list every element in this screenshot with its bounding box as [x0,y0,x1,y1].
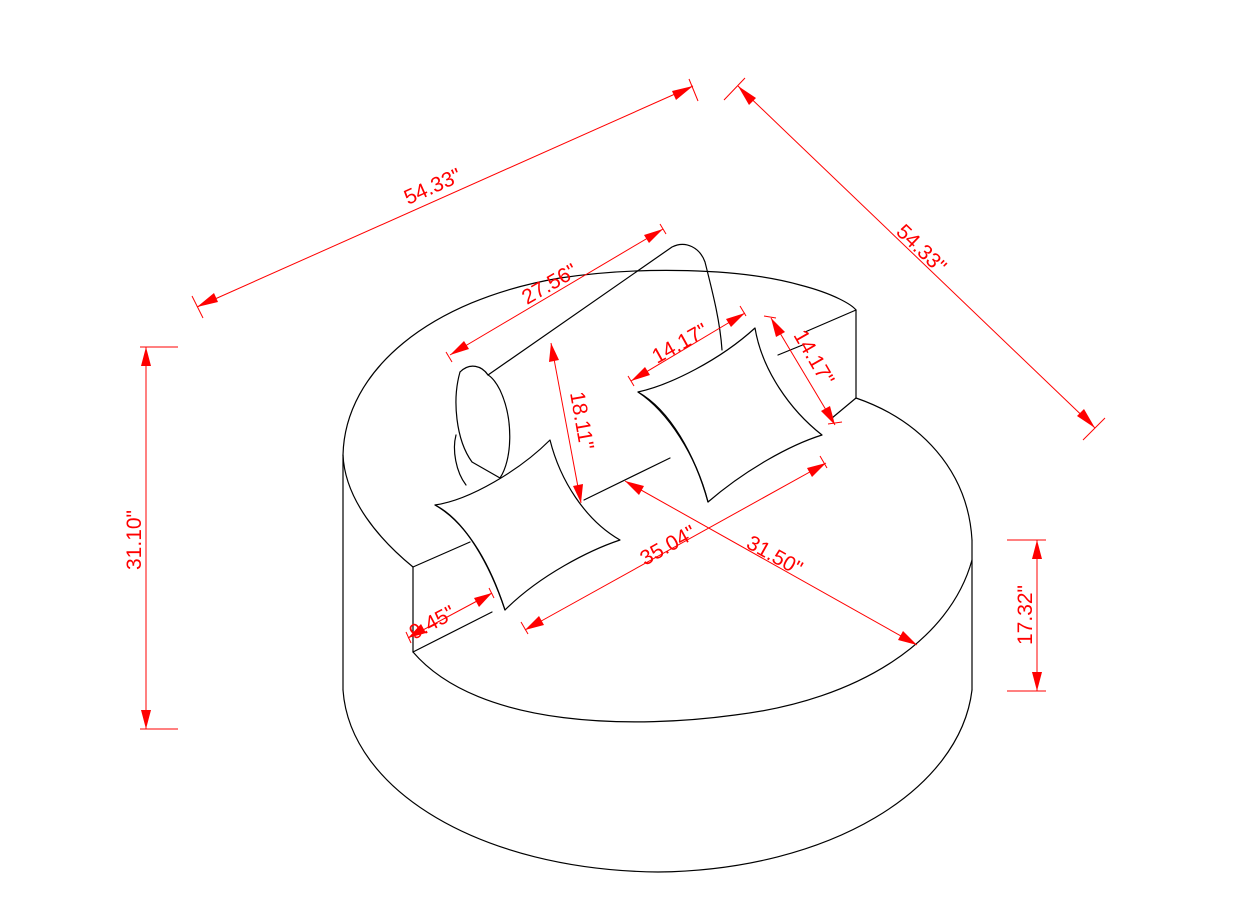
dim-backrest-length: 27.56" [445,223,667,363]
right-arm-top [804,309,857,333]
dim-pillow-depth-label: 14.17" [789,326,839,389]
pillow-left [434,439,621,611]
backrest-left-end [455,371,511,479]
left-arm-base [412,611,493,653]
dim-pillow-depth: 14.17" [763,315,843,426]
base-bottom-curve [342,689,973,873]
back-wall-top [342,269,857,456]
pillow-left-fold [434,504,506,611]
backrest-left-shadow [453,434,467,486]
dim-overall-width-label: 54.33" [401,164,465,209]
right-arm-inner [777,343,806,356]
dim-pillow-width-label: 14.17" [648,319,712,368]
dim-seat-depth: 31.50" [624,480,918,646]
dim-seat-height: 17.32" [1007,539,1046,692]
right-arm-seat [831,397,857,419]
dim-overall-height: 31.10" [123,346,178,730]
dimension-annotations: 54.33" 54.33" 31.10" 27.56" [123,77,1106,730]
dim-seat-depth-label: 31.50" [743,531,807,580]
seat-front-edge [412,559,973,723]
dim-armrest-width: 9.45" [405,587,495,644]
dim-overall-depth: 54.33" [723,77,1106,441]
dim-backrest-height: 18.11" [549,342,598,504]
base-right-top [855,397,973,541]
left-arm-top [412,541,471,568]
daybed-outline [342,243,973,873]
backrest-bottom [583,457,671,501]
dim-overall-height-label: 31.10" [123,510,146,570]
backrest-cushion [459,243,723,376]
dim-seat-height-label: 17.32" [1014,585,1037,645]
pillow-right-fold [637,391,709,503]
dim-seat-width-label: 35.04" [636,521,700,570]
back-wall-inner [342,454,414,568]
dim-overall-depth-label: 54.33" [892,220,951,278]
dim-backrest-length-label: 27.56" [518,259,581,309]
